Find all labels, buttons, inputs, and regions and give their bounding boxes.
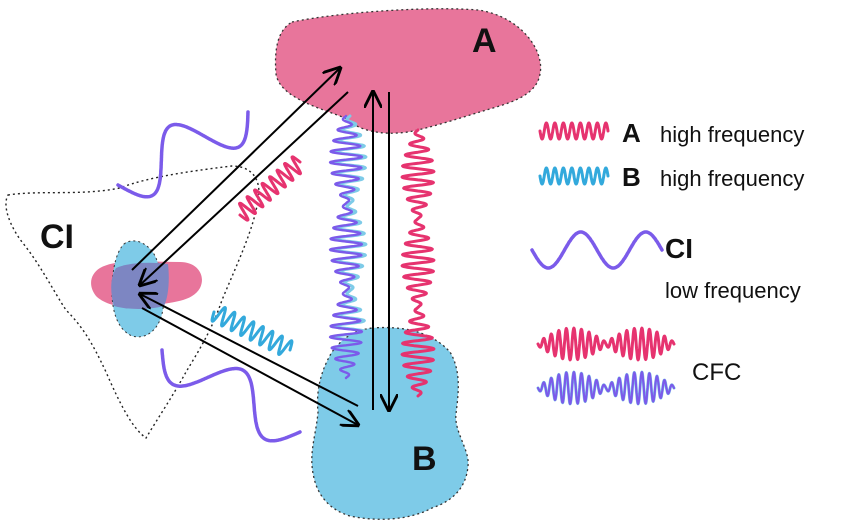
ci-low-frequency-wave-icon-top bbox=[116, 110, 250, 199]
legend-b-symbol: B bbox=[622, 162, 641, 192]
legend-cfc-pink-wave-icon bbox=[536, 326, 676, 362]
legend-cfc-violet-wave-icon bbox=[536, 371, 676, 405]
arrow-ci-to-b bbox=[141, 307, 358, 425]
arrow-a-to-ci bbox=[140, 91, 349, 285]
cfc-wave-icon-violet-vertical bbox=[328, 114, 364, 380]
legend-b-text: high frequency bbox=[660, 166, 804, 191]
cfc-wave-icon-pink-vertical bbox=[400, 128, 436, 398]
ci-overlap-subregion bbox=[111, 262, 169, 309]
legend-a-text: high frequency bbox=[660, 122, 804, 147]
b-high-frequency-wave-icon bbox=[210, 306, 294, 356]
arrow-b-to-ci bbox=[140, 294, 359, 407]
legend-ci-wave-icon bbox=[530, 230, 664, 270]
region-ci-label: CI bbox=[40, 218, 74, 256]
legend-a-wave-icon bbox=[538, 121, 610, 141]
wave-layer bbox=[116, 110, 676, 443]
region-a bbox=[274, 8, 542, 134]
region-a-label: A bbox=[472, 22, 497, 60]
legend-ci-symbol: CI bbox=[665, 233, 693, 264]
connection-arrows bbox=[131, 68, 389, 425]
legend-ci-text: low frequency bbox=[665, 278, 801, 303]
ci-low-frequency-wave-icon-bottom bbox=[160, 348, 302, 443]
legend-a-symbol: A bbox=[622, 118, 641, 148]
region-b-label: B bbox=[412, 440, 437, 478]
legend-b-wave-icon bbox=[538, 166, 610, 186]
a-high-frequency-wave-icon bbox=[238, 155, 302, 222]
legend-cfc-text: CFC bbox=[692, 359, 741, 386]
ci-region-outline bbox=[5, 165, 260, 440]
arrow-ci-to-a bbox=[131, 68, 340, 271]
legend: A high frequency B high frequency CI low… bbox=[622, 118, 804, 386]
